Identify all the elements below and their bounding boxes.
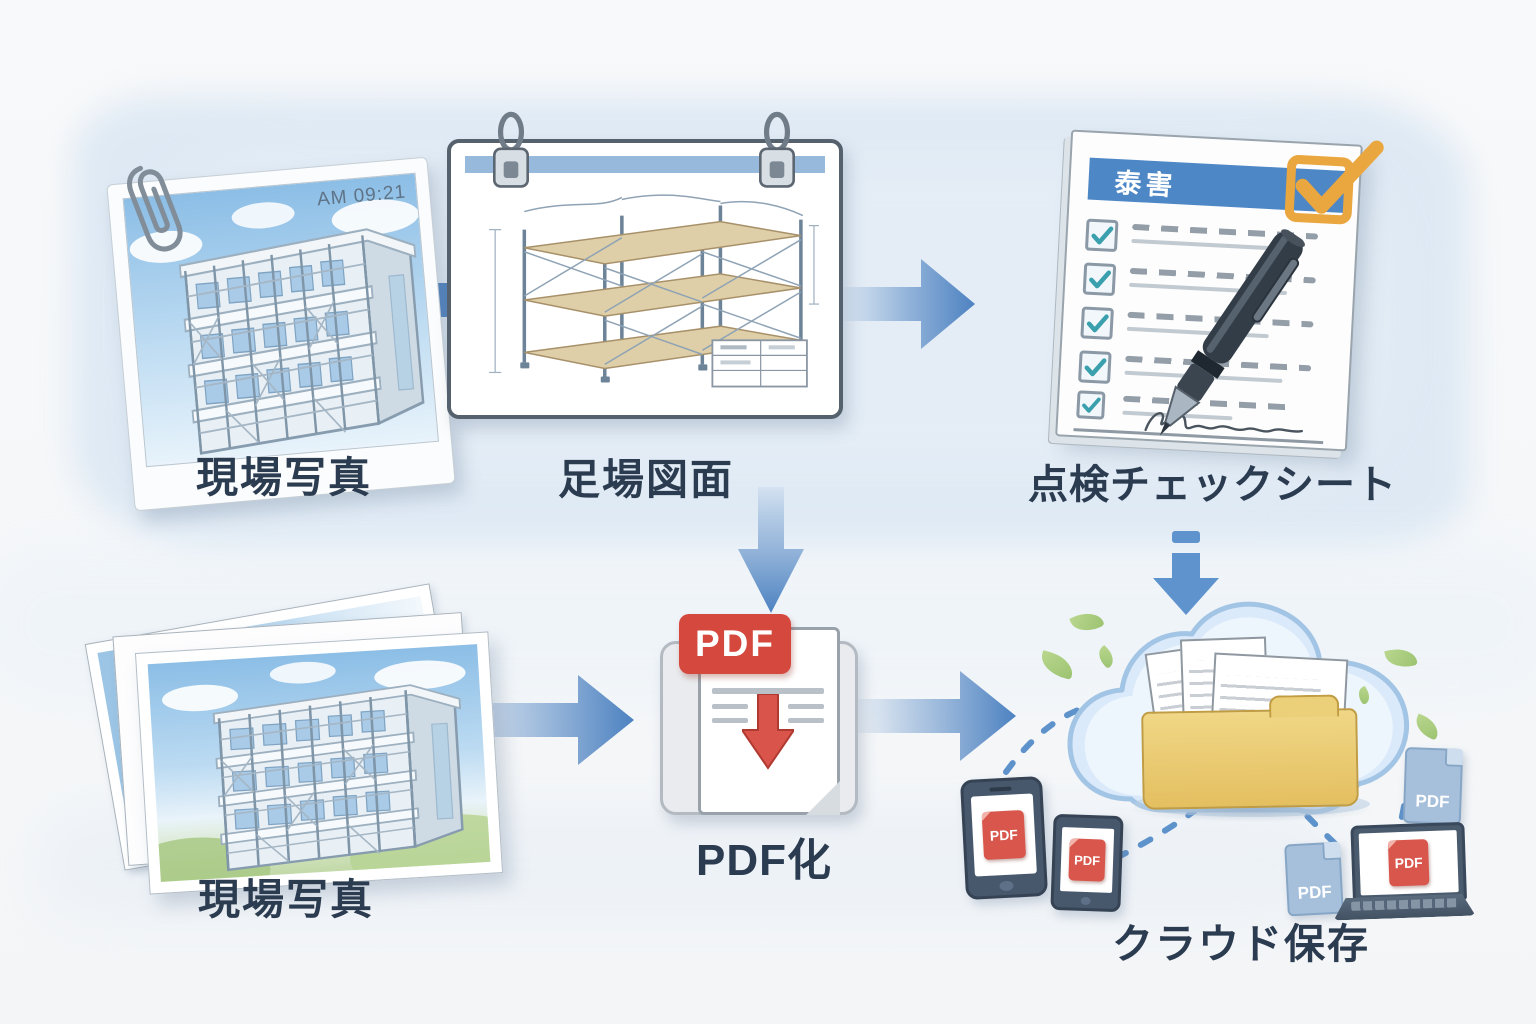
document-text-line — [788, 718, 824, 723]
pdf-file-text: PDF — [1073, 852, 1101, 868]
tablet-screen: PDF — [1060, 827, 1115, 893]
checkbox-checked-icon — [1084, 218, 1119, 253]
folder-icon — [1141, 708, 1359, 810]
document-text-line — [712, 704, 748, 709]
site-photo-label-bottom: 現場写真 — [198, 876, 375, 923]
checkbox-checked-icon — [1080, 306, 1114, 341]
pdf-file-icon: PDF — [1387, 839, 1430, 887]
cloud-storage-label: クラウド保存 — [1112, 921, 1370, 967]
site-photo-label-top: 現場写真 — [196, 454, 373, 501]
document-text-line — [712, 718, 748, 723]
laptop-screen: PDF — [1350, 821, 1468, 904]
pdf-file-text: PDF — [1394, 854, 1423, 872]
pdf-file-text: PDF — [1297, 882, 1333, 903]
smartphone-icon: PDF — [959, 775, 1049, 901]
arrow-right-icon — [843, 259, 975, 349]
pdf-badge-text: PDF — [695, 623, 775, 664]
pdf-file-text: PDF — [989, 826, 1019, 844]
pdf-conversion-label: PDF化 — [696, 836, 832, 885]
download-arrow-icon — [742, 694, 794, 770]
pdf-badge: PDF — [679, 614, 791, 674]
arrow-dash-segment — [1172, 531, 1200, 543]
checklist-header-text: 泰害 — [1113, 167, 1178, 201]
pdf-file-text: PDF — [1415, 791, 1450, 812]
stacked-photo-front — [134, 631, 504, 895]
scaffold-technical-drawing — [489, 194, 819, 388]
scaffolded-building-illustration — [158, 650, 478, 875]
arrow-right-icon — [856, 671, 1016, 761]
laptop-keys — [1351, 898, 1457, 911]
pdf-file-icon: PDF — [1068, 838, 1106, 882]
scaffold-drawing-label: 足場図面 — [558, 456, 735, 503]
laptop-display: PDF — [1358, 830, 1459, 896]
binder-clip-icon — [759, 111, 795, 188]
checkbox-checked-icon — [1078, 350, 1112, 384]
phone-home-button — [999, 880, 1014, 892]
checkbox-checked-icon — [1082, 262, 1117, 297]
pdf-file-icon: PDF — [1402, 747, 1464, 825]
checkmark-icon — [1284, 140, 1384, 225]
checkbox-checked-icon — [1076, 390, 1106, 420]
binder-clip-icon — [493, 111, 529, 188]
scaffold-drawing-board — [447, 111, 843, 419]
phone-speaker — [989, 786, 1012, 792]
site-photo-stack — [84, 583, 504, 895]
tablet-home-button — [1080, 896, 1091, 906]
arrow-down-icon — [738, 487, 804, 613]
tablet-icon: PDF — [1050, 813, 1124, 913]
pdf-file-icon: PDF — [981, 809, 1027, 861]
laptop-icon: PDF — [1330, 821, 1475, 923]
inspection-checklist-label: 点検チェックシート — [1028, 463, 1397, 507]
phone-screen: PDF — [970, 793, 1037, 877]
site-photo-image — [147, 644, 491, 882]
document-text-line — [788, 704, 824, 709]
